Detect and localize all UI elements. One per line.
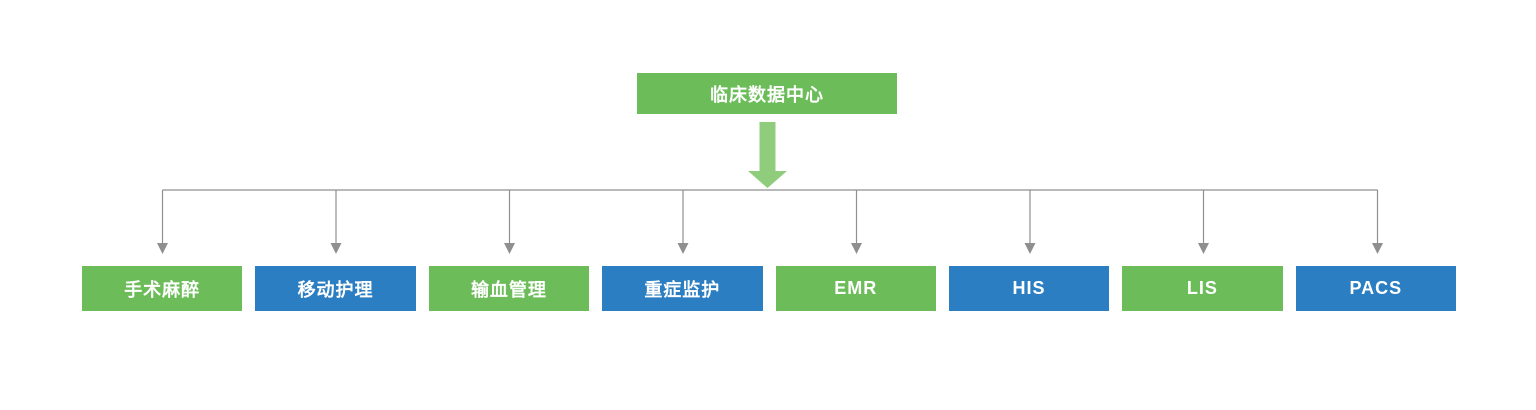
- small-arrowhead-icon: [1198, 243, 1209, 254]
- small-arrowhead-icon: [851, 243, 862, 254]
- node-his: HIS: [948, 266, 1110, 311]
- small-arrowhead-icon: [504, 243, 515, 254]
- node-mobile-nursing: 移动护理: [255, 266, 416, 311]
- down-arrow-icon: [748, 122, 787, 188]
- small-arrowhead-icon: [1372, 243, 1383, 254]
- node-lis: LIS: [1122, 266, 1283, 311]
- node-emr: EMR: [775, 266, 936, 311]
- node-blood-transfusion-management: 输血管理: [428, 266, 590, 311]
- children-row: 手术麻醉 移动护理 输血管理 重症监护 EMR HIS LIS PACS: [82, 266, 1456, 311]
- small-arrowhead-icon: [677, 243, 689, 254]
- root-node-clinical-data-center: 临床数据中心: [637, 73, 897, 114]
- small-arrowhead-icon: [330, 243, 342, 254]
- node-surgery-anesthesia: 手术麻醉: [82, 266, 243, 311]
- small-arrowhead-icon: [157, 243, 168, 254]
- node-pacs: PACS: [1295, 266, 1456, 311]
- node-intensive-care: 重症监护: [602, 266, 763, 311]
- small-arrowhead-icon: [1024, 243, 1036, 254]
